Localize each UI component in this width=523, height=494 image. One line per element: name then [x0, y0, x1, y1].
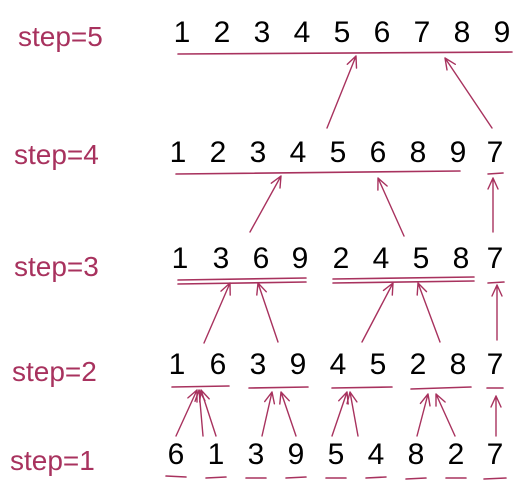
- group-underline: [285, 476, 307, 479]
- step-3-digit-2: 3: [213, 242, 230, 275]
- group-underline: [177, 281, 307, 285]
- step-3-digit-7: 5: [413, 242, 430, 275]
- step-3-digit-3: 6: [253, 242, 270, 275]
- group-underline: [487, 281, 505, 284]
- merge-arrow: [199, 389, 217, 437]
- step-3-digit-5: 2: [333, 242, 350, 275]
- merge-arrow: [256, 282, 279, 343]
- step-5-digit-4: 4: [294, 16, 311, 49]
- merge-arrow: [331, 391, 349, 437]
- group-underline: [405, 477, 427, 480]
- step-5-digit-6: 6: [374, 16, 391, 49]
- group-underline: [365, 476, 387, 479]
- step-3-digit-9: 7: [487, 242, 504, 275]
- step-5-digit-3: 3: [254, 16, 271, 49]
- step-1-digit-3: 3: [248, 438, 265, 471]
- merge-arrow: [416, 282, 441, 343]
- step-4-digit-7: 8: [410, 136, 427, 169]
- step-2-digit-7: 2: [410, 348, 427, 381]
- group-underline: [332, 280, 475, 284]
- group-underline: [332, 276, 475, 280]
- step-label-3: step=3: [14, 251, 99, 282]
- step-label-5: step=5: [18, 21, 103, 52]
- group-underline: [177, 277, 307, 281]
- step-5-digit-1: 1: [174, 16, 191, 49]
- step-4-digit-3: 3: [250, 136, 267, 169]
- step-5-digit-7: 7: [414, 16, 431, 49]
- merge-arrow: [261, 391, 276, 437]
- step-4-digit-1: 1: [170, 136, 187, 169]
- step-4-digit-5: 5: [330, 136, 347, 169]
- step-1-digit-7: 8: [408, 438, 425, 471]
- step-2-digit-9: 7: [487, 348, 504, 381]
- step-5-digit-2: 2: [214, 16, 231, 49]
- group-underline: [410, 386, 472, 390]
- step-1-digit-5: 5: [328, 438, 345, 471]
- merge-arrow: [490, 395, 502, 437]
- step-3-digit-4: 9: [292, 242, 309, 275]
- step-5-digit-8: 8: [454, 16, 471, 49]
- step-1-digit-4: 9: [288, 438, 305, 471]
- merge-arrow: [175, 389, 198, 437]
- group-underline: [331, 386, 393, 389]
- merge-arrow: [491, 284, 503, 341]
- group-underline: [205, 476, 227, 479]
- step-2-digit-4: 9: [290, 348, 307, 381]
- step-4-digit-4: 4: [290, 136, 307, 169]
- step-4-digit-9: 7: [487, 136, 504, 169]
- step-2-digit-6: 5: [370, 348, 387, 381]
- step-5-digit-9: 9: [494, 16, 511, 49]
- merge-arrow: [249, 175, 282, 233]
- group-underline: [175, 170, 461, 175]
- step-4-digit-8: 9: [450, 136, 467, 169]
- merge-arrow: [377, 177, 405, 237]
- step-2-digit-5: 4: [330, 348, 347, 381]
- merge-arrow: [361, 282, 394, 343]
- merge-arrow: [416, 393, 431, 437]
- step-1-digit-1: 6: [168, 438, 185, 471]
- merge-arrow: [435, 393, 456, 437]
- group-underline: [165, 475, 187, 478]
- step-2-digit-2: 6: [210, 348, 227, 381]
- group-underline: [171, 385, 230, 388]
- group-underline: [177, 51, 513, 55]
- step-1-digit-2: 1: [208, 438, 225, 471]
- step-1-digit-8: 2: [448, 438, 465, 471]
- merge-arrow: [203, 282, 231, 344]
- merge-arrow: [346, 391, 359, 437]
- step-3-digit-1: 1: [172, 242, 189, 275]
- step-5-digit-5: 5: [334, 16, 351, 49]
- step-2-digit-3: 3: [250, 348, 267, 381]
- merge-arrow: [326, 55, 358, 129]
- group-underline: [483, 477, 507, 480]
- step-4-digit-6: 6: [370, 136, 387, 169]
- merge-arrow: [279, 391, 297, 437]
- step-1-digit-6: 4: [368, 438, 385, 471]
- step-label-4: step=4: [14, 139, 99, 170]
- merge-arrow: [487, 177, 499, 233]
- step-label-2: step=2: [12, 356, 97, 387]
- step-3-digit-6: 4: [373, 242, 390, 275]
- step-1-digit-9: 7: [487, 438, 504, 471]
- step-2-digit-1: 1: [169, 348, 186, 381]
- step-3-digit-8: 8: [453, 242, 470, 275]
- group-underline: [487, 172, 504, 175]
- merge-arrow: [444, 57, 493, 129]
- group-underline: [248, 386, 309, 389]
- step-2-digit-8: 8: [450, 348, 467, 381]
- step-label-1: step=1: [10, 445, 95, 476]
- step-4-digit-2: 2: [210, 136, 227, 169]
